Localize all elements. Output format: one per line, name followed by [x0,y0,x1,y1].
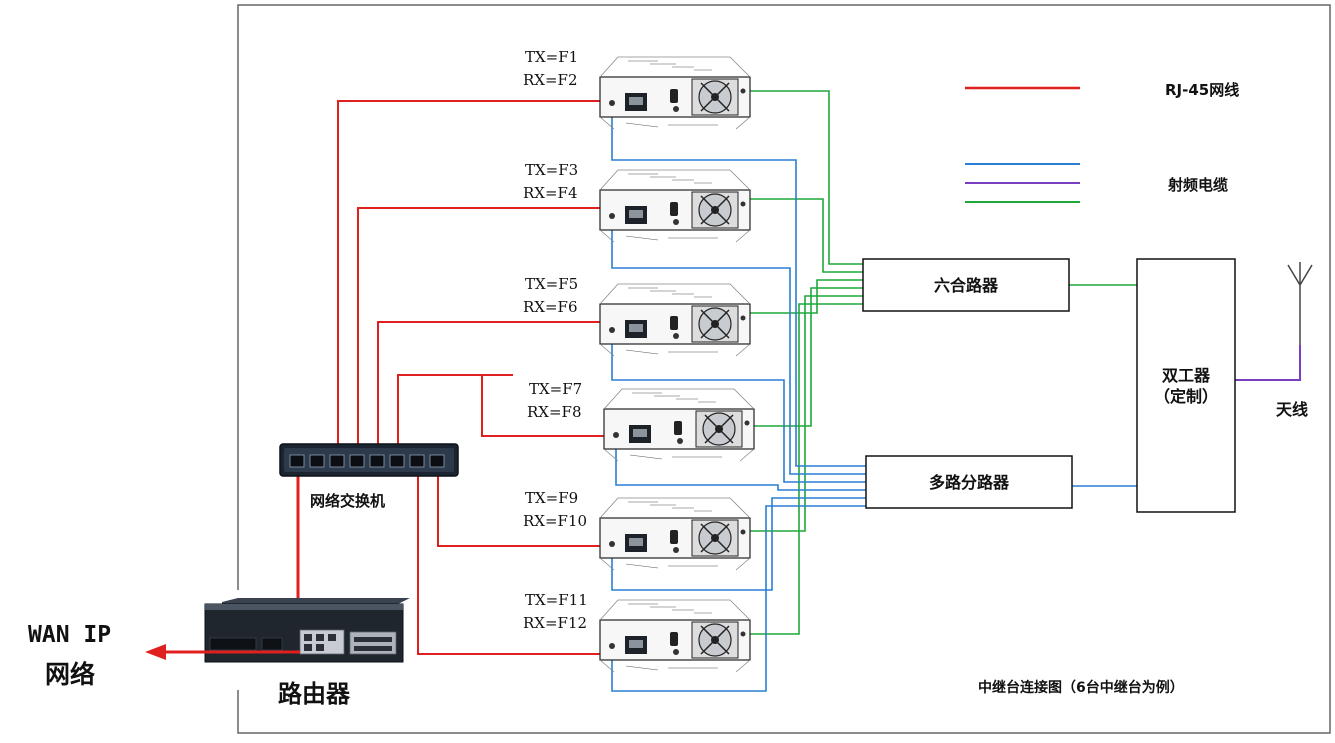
router-label: 路由器 [278,680,351,708]
switch-label: 网络交换机 [310,492,385,510]
repeater-tx-label: TX=F3 [525,161,578,179]
rf-cable-duplexer-antenna [1235,345,1301,381]
duplexer-label-line1: 双工器 [1162,366,1211,385]
rj45-cable-repeater-4a [397,374,513,462]
repeater-rx-label: RX=F12 [523,614,587,632]
combiner-label: 六合路器 [934,276,999,295]
switch-port [349,454,365,468]
switch-port [389,454,405,468]
rf-tx-cable-2 [745,198,863,273]
duplexer-box: 双工器 （定制） [1136,258,1236,513]
rf-rx-cable-3 [611,333,866,483]
switch-port [309,454,325,468]
switch-ports [289,454,445,468]
rf-rx-cable-2 [611,219,866,475]
antenna: 天线 [1276,262,1313,419]
repeater-tx-label: TX=F11 [525,591,588,609]
repeater-rx-label: RX=F4 [523,184,578,202]
repeater-tx-label: TX=F7 [529,380,582,398]
network-switch: 网络交换机 [279,443,459,510]
router: 路由器 [204,598,410,708]
repeater-rx-label: RX=F10 [523,512,587,530]
switch-port [409,454,425,468]
duplexer-label-line2: （定制） [1154,387,1218,406]
switch-port [429,454,445,468]
repeater-tx-label: TX=F5 [525,275,578,293]
rj45-cable-repeater-4b [481,375,632,437]
legend-rf-label: 射频电缆 [1167,176,1228,194]
wan-label-line2: 网络 [45,660,95,689]
rf-tx-cable-5 [745,295,863,532]
rf-rx-cable-1 [611,106,866,467]
repeater-rx-label: RX=F6 [523,298,578,316]
wan-link: WAN IP 网络 [28,622,300,689]
rf-rx-cable-6 [611,505,866,692]
repeater-tx-label: TX=F9 [525,489,578,507]
rf-tx-cable-6 [745,303,863,635]
wan-arrow-icon [145,644,166,660]
legend-rj45-label: RJ-45网线 [1165,81,1239,99]
antenna-label: 天线 [1276,400,1308,419]
repeater-rx-label: RX=F8 [527,403,582,421]
rf-tx-cable-4 [745,287,863,427]
switch-port [289,454,305,468]
combiner-box: 六合路器 [862,258,1070,312]
rf-rx-cable-5 [611,497,866,591]
rf-tx-cable-1 [745,90,863,265]
wan-label-line1: WAN IP [28,622,111,648]
switch-port [369,454,385,468]
repeater-rx-label: RX=F2 [523,71,578,89]
cable-connections [296,90,1301,692]
repeater-tx-label: TX=F1 [525,48,578,66]
rj45-cable-repeater-1 [337,100,613,462]
diagram-frame [237,4,1331,734]
rf-rx-cable-4 [615,438,866,491]
rj45-cable-repeater-3 [377,321,628,462]
multicoupler-label: 多路分路器 [929,473,1010,492]
rj45-cable-repeater-5 [437,462,628,547]
repeater-stack: TX=F1RX=F2TX=F3RX=F4TX=F5RX=F6TX=F7RX=F8… [523,48,755,673]
rj45-cable-repeater-6 [417,462,628,655]
multicoupler-box: 多路分路器 [865,455,1073,509]
antenna-icon [1287,264,1301,286]
diagram-caption: 中继台连接图（6台中继台为例） [978,679,1184,696]
rj45-cable-repeater-2 [357,207,628,462]
legend: RJ-45网线 射频电缆 [965,81,1239,203]
switch-port [329,454,345,468]
